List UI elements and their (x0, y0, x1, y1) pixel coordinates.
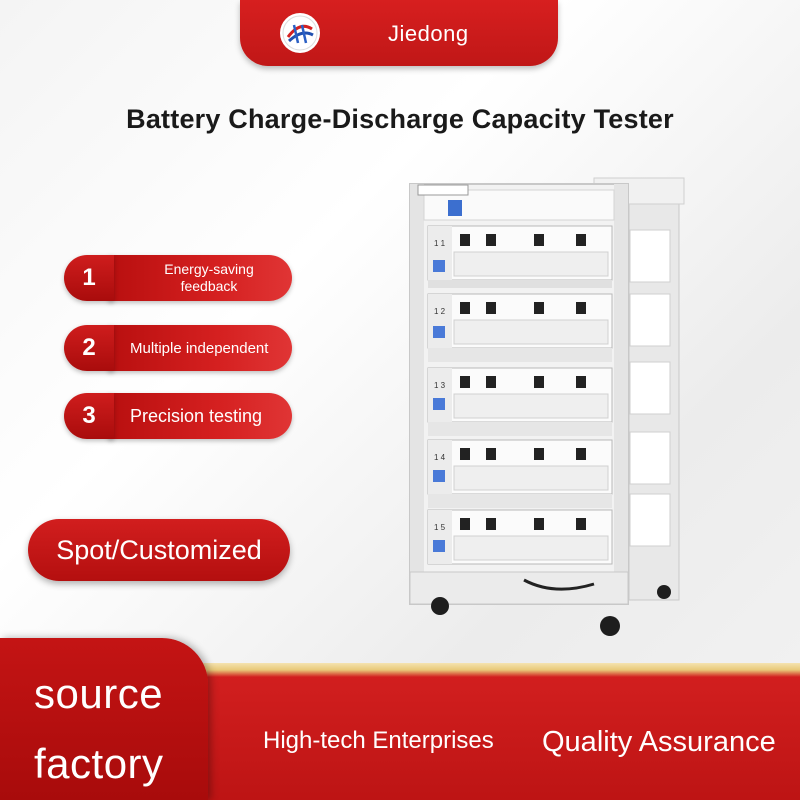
battery-tester-cabinet-image: 1 1 1 2 1 3 1 4 1 5 (409, 177, 685, 636)
module-label: 1 4 (434, 453, 446, 462)
tester-module (427, 367, 613, 423)
slogan-high-tech: High-tech Enterprises (263, 727, 494, 754)
feature-1: 1 Energy-saving feedback (64, 255, 292, 301)
feature-label: Precision testing (130, 405, 263, 426)
page-title: Battery Charge-Discharge Capacity Tester (126, 104, 674, 134)
feature-label: Multiple independent (130, 339, 269, 357)
feature-bar (108, 255, 292, 301)
feature-number: 2 (64, 325, 114, 371)
module-label: 1 1 (434, 239, 446, 248)
brand-header-tab: Jiedong (240, 0, 558, 66)
spot-customized-button[interactable]: Spot/Customized (28, 519, 290, 581)
feature-2: 2 Multiple independent (64, 325, 292, 371)
module-label: 1 2 (434, 307, 446, 316)
jiedong-logo-icon (280, 13, 320, 53)
tester-module (427, 225, 613, 281)
tester-module (427, 293, 613, 349)
tester-module (427, 439, 613, 495)
slogan-quality: Quality Assurance (542, 726, 776, 758)
tester-module (427, 509, 613, 565)
module-label: 1 3 (434, 381, 446, 390)
module-label: 1 5 (434, 523, 446, 532)
feature-bar (108, 393, 292, 439)
source-label: source (34, 670, 164, 717)
feature-label: Energy-saving feedback (164, 261, 254, 294)
factory-label: factory (34, 740, 164, 787)
feature-3: 3 Precision testing (64, 393, 292, 439)
brand-name: Jiedong (388, 21, 469, 46)
feature-number: 3 (64, 393, 114, 439)
feature-number: 1 (64, 255, 114, 301)
source-factory-panel (0, 638, 208, 800)
feature-bar (108, 325, 292, 371)
